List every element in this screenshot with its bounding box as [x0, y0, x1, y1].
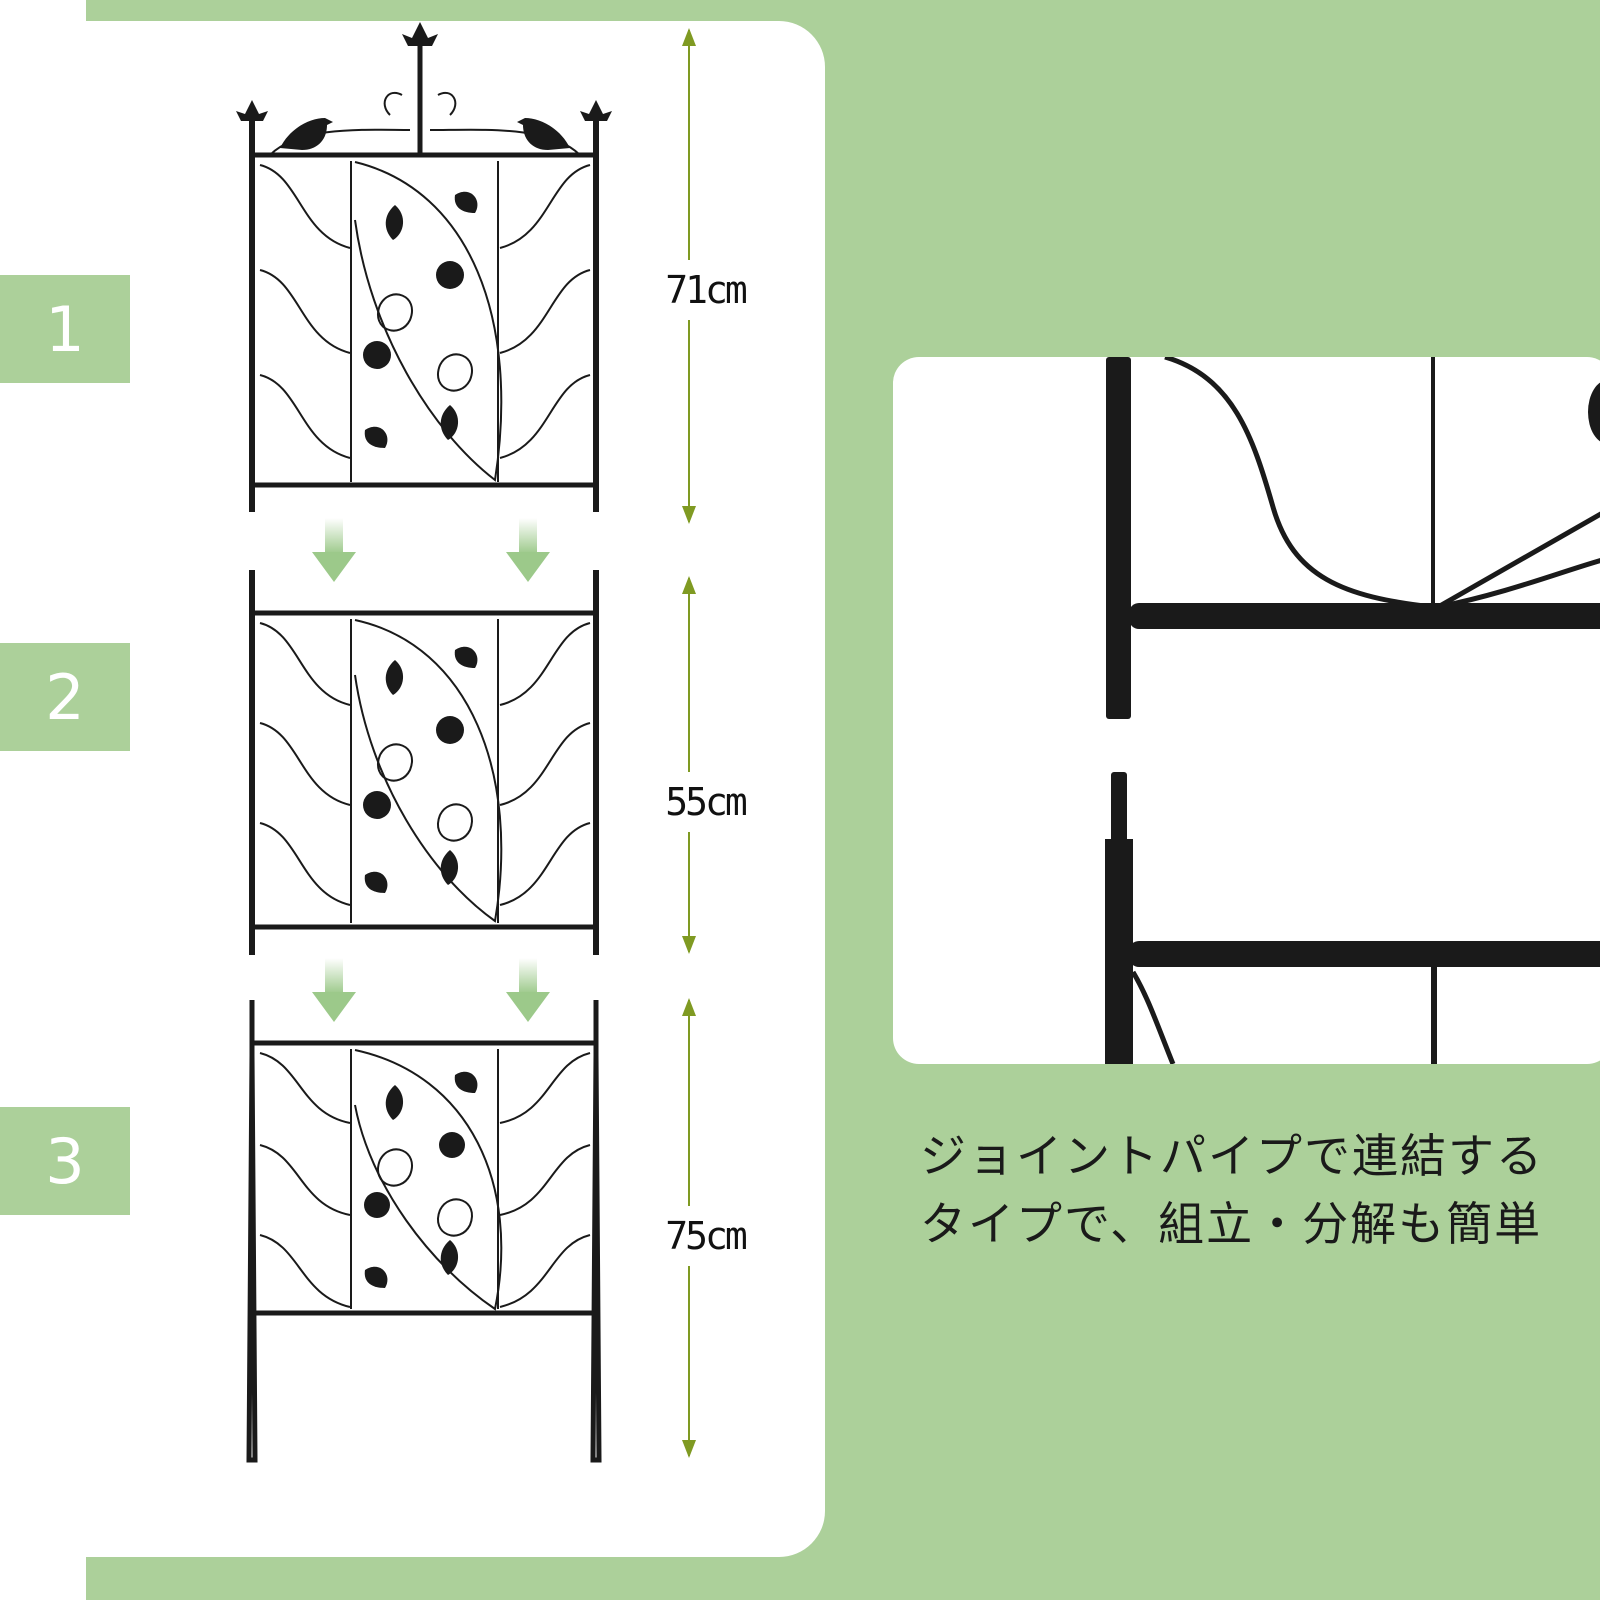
trellis-panel-middle — [249, 570, 599, 955]
double-arrow-vertical-icon — [682, 576, 696, 954]
step-badge-3: 3 — [0, 1107, 130, 1215]
arrow-down-icon — [506, 518, 550, 582]
arrow-down-icon — [506, 958, 550, 1022]
step-badge-1: 1 — [0, 275, 130, 383]
step-number: 2 — [45, 660, 85, 734]
caption-line-1: ジョイントパイプで連結する — [920, 1129, 1544, 1183]
step-number: 1 — [45, 292, 85, 366]
arrow-down-icon — [312, 518, 356, 582]
trellis-panel-top — [236, 22, 612, 512]
arrow-down-icon — [312, 958, 356, 1022]
joint-pipe-closeup — [1105, 357, 1600, 1064]
step-number: 3 — [45, 1124, 85, 1198]
left-margin — [0, 0, 86, 1600]
panel-2-height: 55cm — [650, 772, 760, 832]
joint-pipe-detail-photo — [893, 357, 1600, 1064]
panel-1-height: 71cm — [650, 260, 760, 320]
caption-line-2: タイプで、組立・分解も簡単 — [920, 1197, 1543, 1251]
feature-caption: ジョイントパイプで連結する タイプで、組立・分解も簡単 — [920, 1122, 1600, 1258]
panel-3-height: 75cm — [650, 1206, 760, 1266]
trellis-panel-bottom — [246, 1000, 602, 1463]
step-badge-2: 2 — [0, 643, 130, 751]
